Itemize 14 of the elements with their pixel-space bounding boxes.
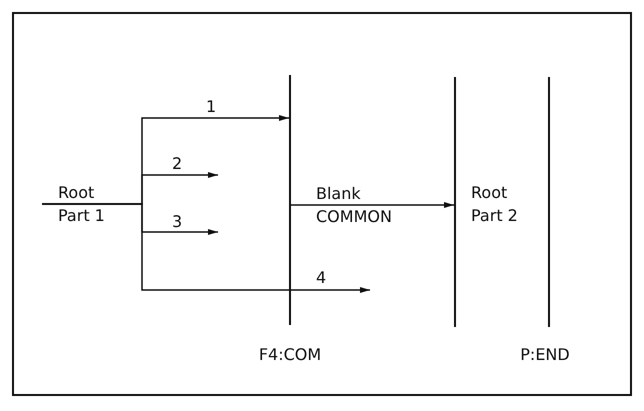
edge-label: 4 [316,267,326,289]
segment-label: Root Part 2 [471,182,519,227]
boundary-line [289,75,291,325]
arrow [291,202,454,208]
segment-label: Root Part 1 [42,181,142,227]
arrow [42,203,370,293]
edge-label: 3 [172,211,182,233]
boundary-line [548,77,550,327]
edge-label: 1 [206,96,216,118]
address-label: F4:COM [258,344,322,366]
boundary-line [454,77,456,327]
edge-label: 2 [172,153,182,175]
address-label: P:END [519,344,571,366]
edge-label: Blank COMMON [316,183,393,228]
